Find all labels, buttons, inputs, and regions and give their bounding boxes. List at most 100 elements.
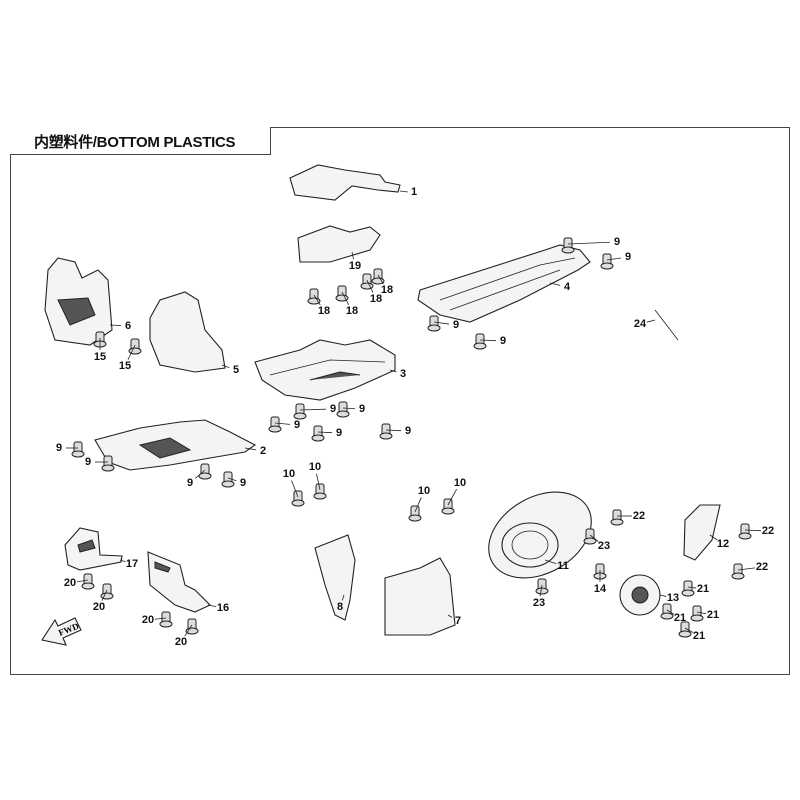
- fastener-21[interactable]: [681, 580, 695, 597]
- fastener-22[interactable]: [731, 563, 745, 580]
- fastener-9[interactable]: [293, 403, 307, 420]
- callout-11[interactable]: 11: [557, 560, 569, 572]
- callout-10[interactable]: 10: [282, 468, 296, 480]
- fastener-15[interactable]: [128, 338, 142, 355]
- part-11-cvt-cover[interactable]: [473, 475, 606, 596]
- callout-23[interactable]: 23: [532, 597, 546, 609]
- part-7-panel[interactable]: [384, 557, 456, 636]
- callout-7[interactable]: 7: [454, 615, 462, 627]
- fastener-20[interactable]: [159, 611, 173, 628]
- callout-20[interactable]: 20: [92, 601, 106, 613]
- callout-21[interactable]: 21: [692, 630, 706, 642]
- callout-2[interactable]: 2: [259, 445, 267, 457]
- part-5-guard[interactable]: [149, 291, 226, 373]
- callout-10[interactable]: 10: [453, 477, 467, 489]
- fastener-23[interactable]: [583, 528, 597, 545]
- callout-15[interactable]: 15: [93, 351, 107, 363]
- callout-9[interactable]: 9: [404, 425, 412, 437]
- callout-12[interactable]: 12: [716, 538, 730, 550]
- fastener-9[interactable]: [71, 441, 85, 458]
- callout-9[interactable]: 9: [55, 442, 63, 454]
- callout-18[interactable]: 18: [317, 305, 331, 317]
- callout-9[interactable]: 9: [624, 251, 632, 263]
- callout-22[interactable]: 22: [755, 561, 769, 573]
- part-12-cover[interactable]: [683, 504, 721, 561]
- fastener-10[interactable]: [441, 498, 455, 515]
- callout-16[interactable]: 16: [216, 602, 230, 614]
- callout-20[interactable]: 20: [174, 636, 188, 648]
- callout-13[interactable]: 13: [666, 592, 680, 604]
- callout-9[interactable]: 9: [186, 477, 194, 489]
- callout-19[interactable]: 19: [348, 260, 362, 272]
- callout-9[interactable]: 9: [452, 319, 460, 331]
- callout-14[interactable]: 14: [593, 583, 607, 595]
- callout-21[interactable]: 21: [696, 583, 710, 595]
- callout-10[interactable]: 10: [417, 485, 431, 497]
- fastener-9[interactable]: [198, 463, 212, 480]
- leader-line: [666, 609, 675, 615]
- callout-3[interactable]: 3: [399, 368, 407, 380]
- part-4-skid-plate[interactable]: [417, 244, 591, 323]
- part-13-cover[interactable]: [619, 574, 661, 616]
- callout-23[interactable]: 23: [597, 540, 611, 552]
- fastener-10[interactable]: [313, 483, 327, 500]
- callout-22[interactable]: 22: [632, 510, 646, 522]
- fastener-9[interactable]: [101, 455, 115, 472]
- fastener-20[interactable]: [100, 583, 114, 600]
- part-17-deflector[interactable]: [64, 527, 123, 571]
- fastener-22[interactable]: [738, 523, 752, 540]
- callout-21[interactable]: 21: [706, 609, 720, 621]
- fastener-9[interactable]: [379, 423, 393, 440]
- callout-15[interactable]: 15: [118, 360, 132, 372]
- callout-9[interactable]: 9: [293, 419, 301, 431]
- callout-9[interactable]: 9: [84, 456, 92, 468]
- callout-10[interactable]: 10: [308, 461, 322, 473]
- fastener-21[interactable]: [678, 621, 692, 638]
- callout-24[interactable]: 24: [633, 318, 647, 330]
- part-24-rod[interactable]: [654, 309, 679, 341]
- callout-18[interactable]: 18: [369, 293, 383, 305]
- callout-21[interactable]: 21: [673, 612, 687, 624]
- leader-line: [101, 589, 108, 601]
- fastener-9[interactable]: [600, 253, 614, 270]
- callout-9[interactable]: 9: [239, 477, 247, 489]
- callout-18[interactable]: 18: [380, 284, 394, 296]
- fastener-9[interactable]: [311, 425, 325, 442]
- callout-8[interactable]: 8: [336, 601, 344, 613]
- fastener-9[interactable]: [427, 315, 441, 332]
- callout-20[interactable]: 20: [141, 614, 155, 626]
- part-16-deflector[interactable]: [147, 551, 211, 613]
- callout-20[interactable]: 20: [63, 577, 77, 589]
- callout-18[interactable]: 18: [345, 305, 359, 317]
- callout-9[interactable]: 9: [613, 236, 621, 248]
- fastener-18[interactable]: [335, 285, 349, 302]
- part-6-guard[interactable]: [44, 257, 113, 346]
- fastener-9[interactable]: [561, 237, 575, 254]
- callout-17[interactable]: 17: [125, 558, 139, 570]
- callout-9[interactable]: 9: [358, 403, 366, 415]
- fastener-9[interactable]: [336, 401, 350, 418]
- fastener-22[interactable]: [610, 509, 624, 526]
- leader-line: [119, 559, 126, 563]
- callout-9[interactable]: 9: [499, 335, 507, 347]
- fastener-10[interactable]: [291, 490, 305, 507]
- part-1-bracket[interactable]: [289, 164, 409, 201]
- part-2-skid-plate[interactable]: [94, 419, 257, 471]
- fastener-21[interactable]: [690, 605, 704, 622]
- callout-6[interactable]: 6: [124, 320, 132, 332]
- fastener-9[interactable]: [473, 333, 487, 350]
- callout-4[interactable]: 4: [563, 281, 571, 293]
- fastener-18[interactable]: [360, 273, 374, 290]
- fastener-10[interactable]: [408, 505, 422, 522]
- callout-5[interactable]: 5: [232, 364, 240, 376]
- part-3-skid-plate[interactable]: [254, 339, 396, 401]
- fastener-20[interactable]: [81, 573, 95, 590]
- part-8-panel[interactable]: [314, 534, 356, 621]
- callout-9[interactable]: 9: [329, 403, 337, 415]
- callout-22[interactable]: 22: [761, 525, 775, 537]
- callout-9[interactable]: 9: [335, 427, 343, 439]
- part-19-bracket[interactable]: [297, 225, 381, 263]
- fastener-9[interactable]: [268, 416, 282, 433]
- callout-1[interactable]: 1: [410, 186, 418, 198]
- fastener-21[interactable]: [660, 603, 674, 620]
